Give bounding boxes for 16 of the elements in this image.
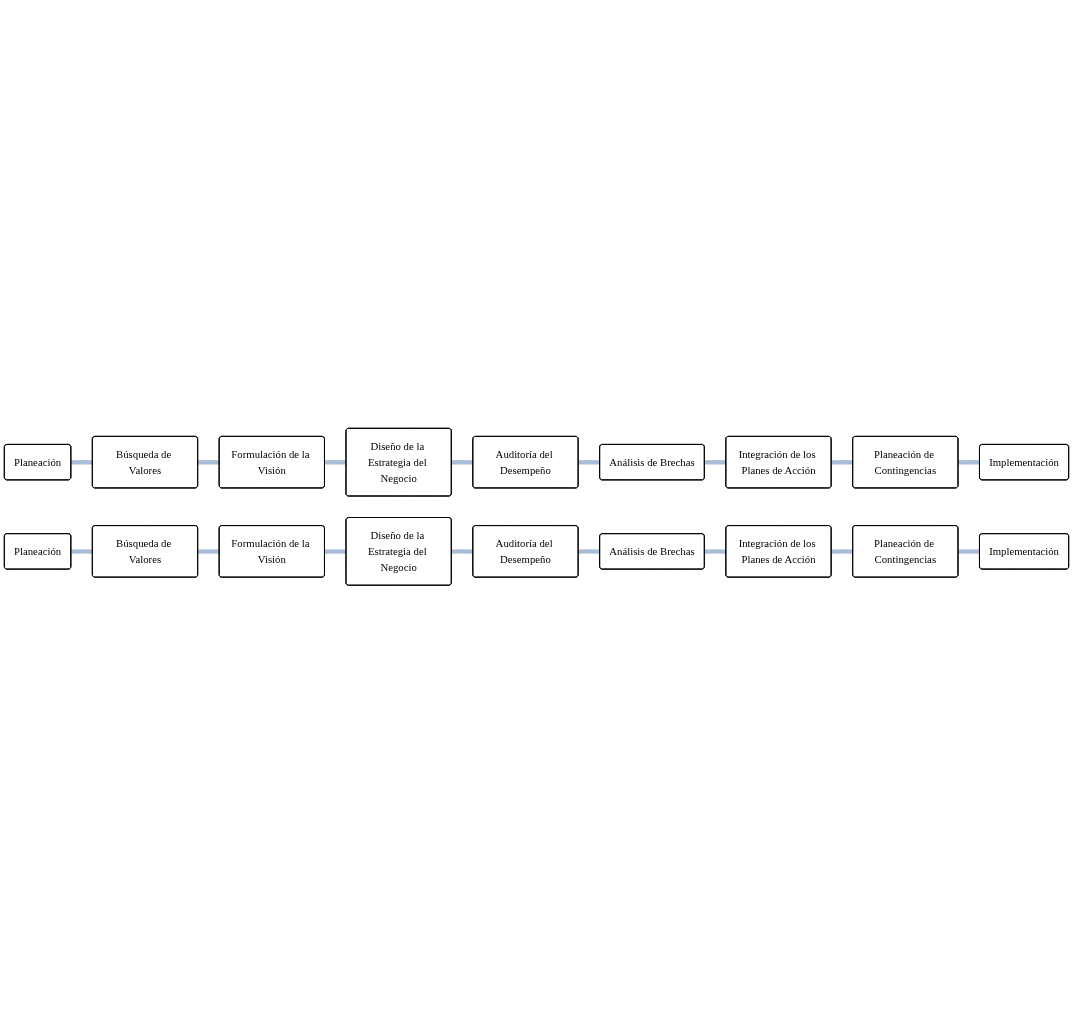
- connector: [831, 460, 854, 465]
- connector: [197, 549, 220, 554]
- connector: [70, 549, 93, 554]
- connector: [324, 460, 347, 465]
- connector: [831, 549, 854, 554]
- connector: [704, 460, 727, 465]
- connector: [578, 460, 601, 465]
- connector: [324, 549, 347, 554]
- connector: [957, 549, 981, 554]
- connector: [197, 460, 220, 465]
- connector: [70, 460, 93, 465]
- connector: [451, 460, 474, 465]
- connector: [957, 460, 981, 465]
- connector: [578, 549, 601, 554]
- connector: [704, 549, 727, 554]
- connector: [451, 549, 474, 554]
